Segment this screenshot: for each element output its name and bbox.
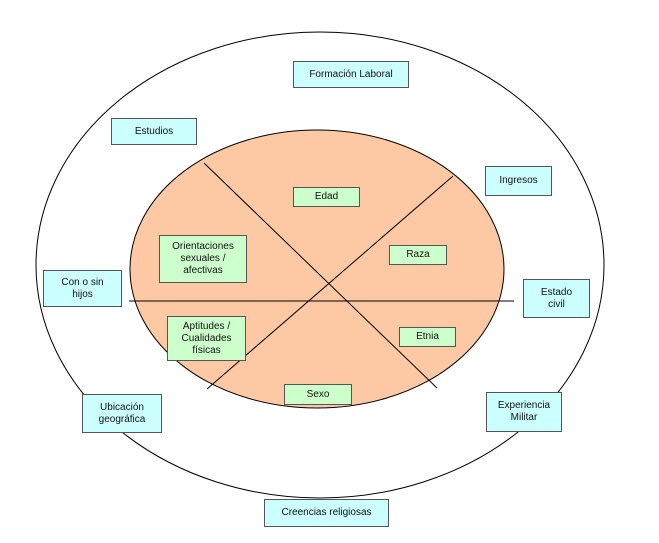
divider-diagonal-ascending [206, 175, 454, 390]
box-experiencia-militar: Experiencia Militar [486, 392, 562, 432]
box-edad: Edad [293, 187, 360, 207]
box-etnia: Etnia [399, 327, 456, 347]
box-estado-civil: Estado civil [523, 279, 590, 318]
box-formacion-laboral: Formación Laboral [293, 61, 409, 88]
box-orientaciones-sexuales: Orientaciones sexuales / afectivas [159, 235, 247, 283]
box-aptitudes: Aptitudes / Cualidades físicas [167, 316, 246, 361]
box-ingresos: Ingresos [485, 166, 552, 196]
box-estudios: Estudios [111, 118, 197, 145]
box-con-sin-hijos: Con o sin hijos [43, 270, 122, 307]
box-sexo: Sexo [284, 384, 352, 405]
divider-diagonal-descending [203, 162, 438, 389]
box-creencias-religiosas: Creencias religiosas [264, 499, 389, 527]
box-ubicacion-geografica: Ubicación geográfica [82, 394, 162, 433]
box-raza: Raza [389, 245, 447, 265]
